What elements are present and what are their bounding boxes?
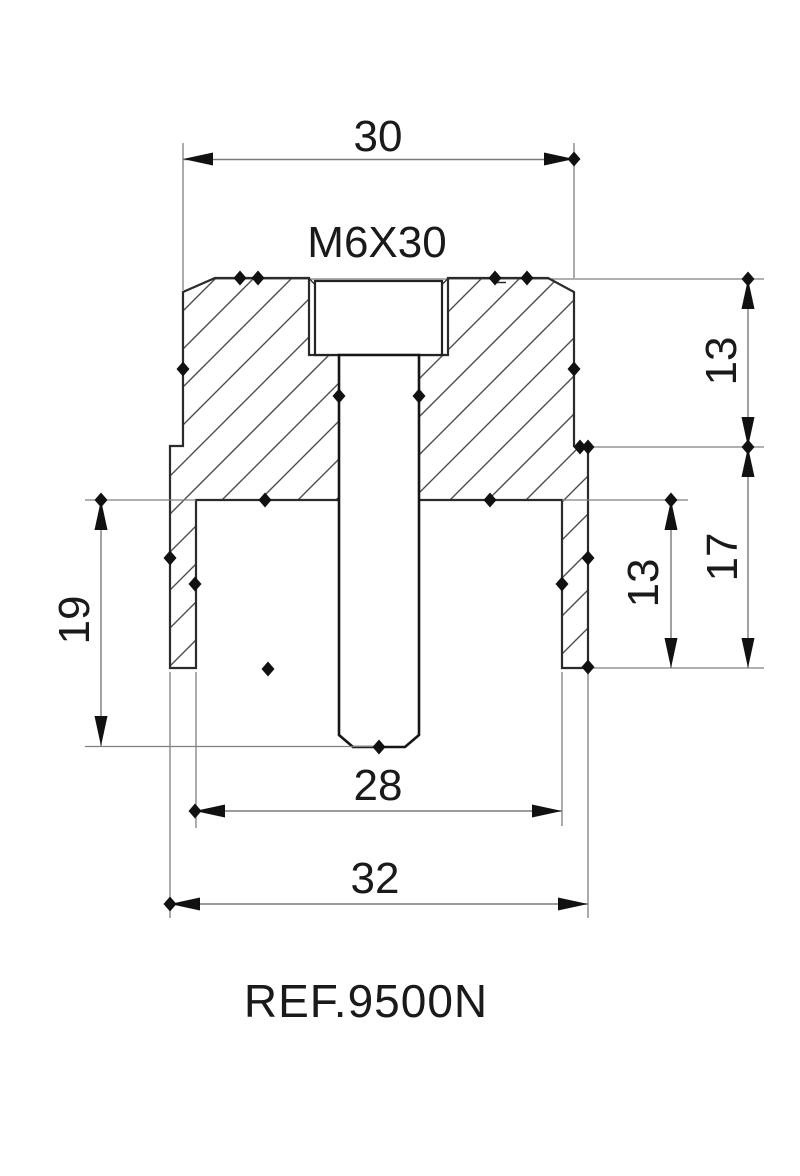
bolt-head bbox=[313, 279, 444, 357]
dim-top-width-label: 30 bbox=[353, 112, 403, 161]
reference-label: REF.9500N bbox=[243, 975, 489, 1027]
thread-label: M6X30 bbox=[307, 218, 447, 267]
dim-flange-height-label: 13 bbox=[697, 336, 746, 386]
dimension-lines bbox=[100, 158, 749, 905]
dim-left-height-label: 19 bbox=[50, 595, 99, 645]
bolt-shank bbox=[337, 353, 421, 749]
dim-overall-width-label: 32 bbox=[350, 854, 400, 903]
dim-pocket-depth-label: 13 bbox=[619, 558, 668, 608]
dimension-arrows bbox=[94, 152, 755, 911]
dim-total-height-label: 17 bbox=[698, 532, 747, 582]
dim-pocket-width-label: 28 bbox=[353, 761, 403, 810]
bolt bbox=[313, 279, 444, 749]
